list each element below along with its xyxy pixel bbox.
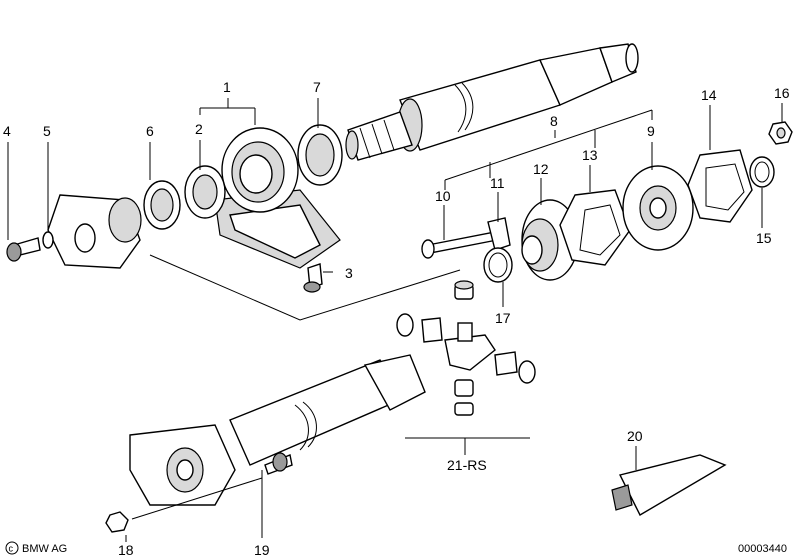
label-part-7: 7	[313, 79, 321, 95]
label-part-12: 12	[533, 161, 549, 177]
universal-joint-kit-21	[396, 280, 536, 416]
doc-number: 00003440	[738, 543, 787, 555]
bolt-part-3	[303, 263, 323, 293]
joint-part-9	[622, 165, 694, 251]
yoke-flange-part-5	[47, 194, 142, 269]
copyright-icon	[5, 541, 19, 555]
circlip-part-15	[749, 156, 775, 188]
center-bearing-part-1	[214, 127, 341, 269]
lower-drive-shaft	[105, 354, 426, 533]
bolt-part-10	[421, 231, 498, 259]
label-part-9: 9	[647, 123, 655, 139]
ring-part-7	[297, 124, 343, 186]
label-part-10: 10	[435, 188, 451, 204]
upper-drive-shaft	[345, 43, 639, 161]
lock-plate-part-11	[487, 217, 511, 251]
label-part-13: 13	[582, 147, 598, 163]
label-part-19: 19	[254, 542, 270, 558]
brand-text: BMW AG	[22, 543, 67, 555]
label-part-15: 15	[756, 230, 772, 246]
label-part-14: 14	[701, 87, 717, 103]
label-part-16: 16	[774, 85, 790, 101]
label-part-21: 21-RS	[447, 457, 487, 473]
nut-part-16	[768, 121, 793, 145]
label-part-3: 3	[345, 265, 353, 281]
label-part-18: 18	[118, 542, 134, 558]
seal-part-6	[143, 180, 181, 230]
label-part-11: 11	[490, 175, 505, 191]
disc-part-13	[559, 189, 631, 266]
label-part-4: 4	[3, 123, 11, 139]
clip-part-17	[483, 247, 513, 283]
label-part-20: 20	[627, 428, 643, 444]
callout-labels: 1 2 3 4 5 6 7 8 9 10 11 12 13 14 15 16 1…	[3, 79, 790, 558]
copyright-c: c	[9, 544, 14, 554]
label-part-2: 2	[195, 121, 203, 137]
label-part-17: 17	[495, 310, 511, 326]
disc-part-14	[687, 149, 753, 223]
grease-tube-part-20	[611, 454, 727, 516]
bolt-part-4	[6, 231, 54, 262]
label-part-6: 6	[146, 123, 154, 139]
label-part-5: 5	[43, 123, 51, 139]
label-part-1: 1	[223, 79, 231, 95]
label-part-8: 8	[550, 113, 558, 129]
bearing-part-2	[184, 165, 226, 219]
callout-lines	[7, 98, 783, 542]
footer: c BMW AG 00003440	[5, 541, 787, 555]
